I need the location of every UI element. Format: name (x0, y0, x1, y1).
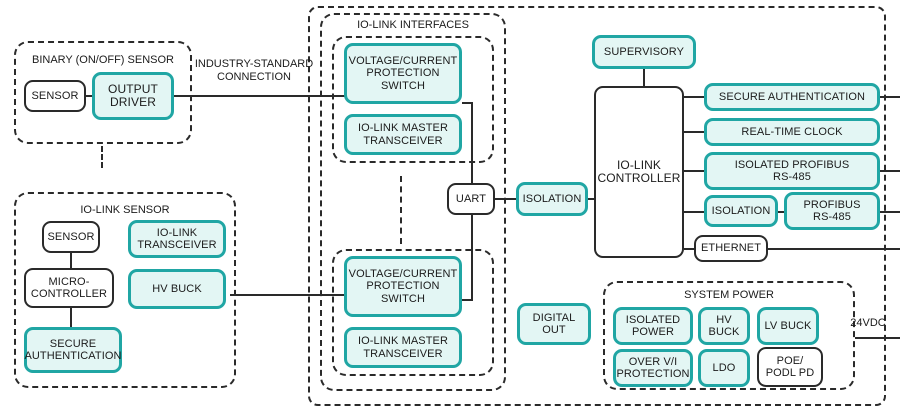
wire-supervisory-to-controller (643, 69, 645, 86)
block-micro-controller[interactable]: MICRO- CONTROLLER (24, 268, 114, 308)
divider-interface-ports (400, 176, 402, 244)
wire-isolation-to-profibus (778, 211, 786, 213)
block-sensor-binary[interactable]: SENSOR (24, 80, 86, 112)
block-poe-podl-pd[interactable]: POE/ PODL PD (757, 347, 823, 387)
block-real-time-clock[interactable]: REAL-TIME CLOCK (704, 118, 880, 146)
wire-isolated-profibus-out (880, 170, 900, 172)
block-over-vi-protection[interactable]: OVER V/I PROTECTION (613, 349, 693, 387)
block-secure-authentication-sensor[interactable]: SECURE AUTHENTICATION (24, 327, 122, 373)
wire-secure-authentication-out (880, 96, 900, 98)
block-voltage-current-protection-switch-2[interactable]: VOLTAGE/CURRENT PROTECTION SWITCH (344, 256, 462, 317)
divider-binary-sensor-drop (101, 146, 103, 168)
label-industry-standard-connection: INDUSTRY-STANDARD CONNECTION (194, 58, 314, 83)
wire-controller-to-real-time-clock (684, 131, 706, 133)
block-io-link-master-transceiver-2[interactable]: IO-LINK MASTER TRANSCEIVER (344, 327, 462, 368)
wire-uart-bus-top-stub (462, 102, 473, 104)
block-lv-buck[interactable]: LV BUCK (757, 307, 819, 345)
wire-24vdc-supply (855, 337, 900, 339)
group-system-power-title: SYSTEM POWER (684, 289, 774, 301)
block-profibus-rs485[interactable]: PROFIBUS RS-485 (784, 192, 880, 230)
block-isolation-main[interactable]: ISOLATION (516, 182, 588, 216)
block-secure-authentication[interactable]: SECURE AUTHENTICATION (704, 83, 880, 111)
wire-controller-to-ethernet (684, 248, 696, 250)
block-uart[interactable]: UART (447, 183, 495, 215)
wire-controller-to-isolated-profibus (684, 170, 706, 172)
group-binary-sensor (14, 41, 192, 144)
block-io-link-controller[interactable]: IO-LINK CONTROLLER (594, 86, 684, 258)
group-system-power (603, 281, 855, 390)
wire-output-driver-to-interface-1 (174, 95, 348, 97)
block-sensor-io-link[interactable]: SENSOR (42, 221, 100, 253)
block-digital-out[interactable]: DIGITAL OUT (517, 303, 591, 345)
group-io-link-interfaces (320, 13, 506, 391)
wire-ethernet-out (768, 248, 900, 250)
block-voltage-current-protection-switch-1[interactable]: VOLTAGE/CURRENT PROTECTION SWITCH (344, 43, 462, 104)
wire-sensor-to-micro (70, 252, 72, 269)
group-interface-port-1 (332, 36, 494, 163)
wire-uart-to-isolation (495, 198, 518, 200)
wire-micro-to-secure-auth (70, 307, 72, 328)
wire-uart-bus-bottom-stub (462, 299, 473, 301)
block-hv-buck-power[interactable]: HV BUCK (698, 307, 750, 345)
block-hv-buck-sensor[interactable]: HV BUCK (128, 269, 226, 309)
group-interface-port-2 (332, 249, 494, 376)
group-io-link-master (308, 6, 886, 406)
block-io-link-transceiver[interactable]: IO-LINK TRANSCEIVER (128, 220, 226, 258)
group-io-link-sensor (14, 192, 236, 388)
block-isolated-power[interactable]: ISOLATED POWER (613, 307, 693, 345)
group-binary-sensor-title: BINARY (ON/OFF) SENSOR (31, 54, 174, 66)
group-io-link-interfaces-title: IO-LINK INTERFACES (357, 19, 469, 31)
label-24vdc: 24VDC (850, 317, 886, 329)
wire-profibus-out (880, 211, 900, 213)
block-isolated-profibus[interactable]: ISOLATED PROFIBUS RS-485 (704, 152, 880, 190)
wire-controller-to-isolation-profibus (684, 211, 706, 213)
block-ldo[interactable]: LDO (698, 349, 750, 387)
block-ethernet[interactable]: ETHERNET (694, 235, 768, 262)
block-isolation-profibus[interactable]: ISOLATION (704, 195, 778, 227)
wire-isolation-to-controller (588, 198, 596, 200)
wire-io-link-sensor-to-interface-2 (230, 294, 348, 296)
wire-sensor-to-output-driver (85, 95, 94, 97)
block-supervisory[interactable]: SUPERVISORY (592, 35, 696, 69)
block-output-driver[interactable]: OUTPUT DRIVER (92, 72, 174, 120)
wire-controller-to-secure-authentication (684, 96, 706, 98)
block-io-link-master-transceiver-1[interactable]: IO-LINK MASTER TRANSCEIVER (344, 114, 462, 155)
group-io-link-sensor-title: IO-LINK SENSOR (80, 204, 170, 216)
